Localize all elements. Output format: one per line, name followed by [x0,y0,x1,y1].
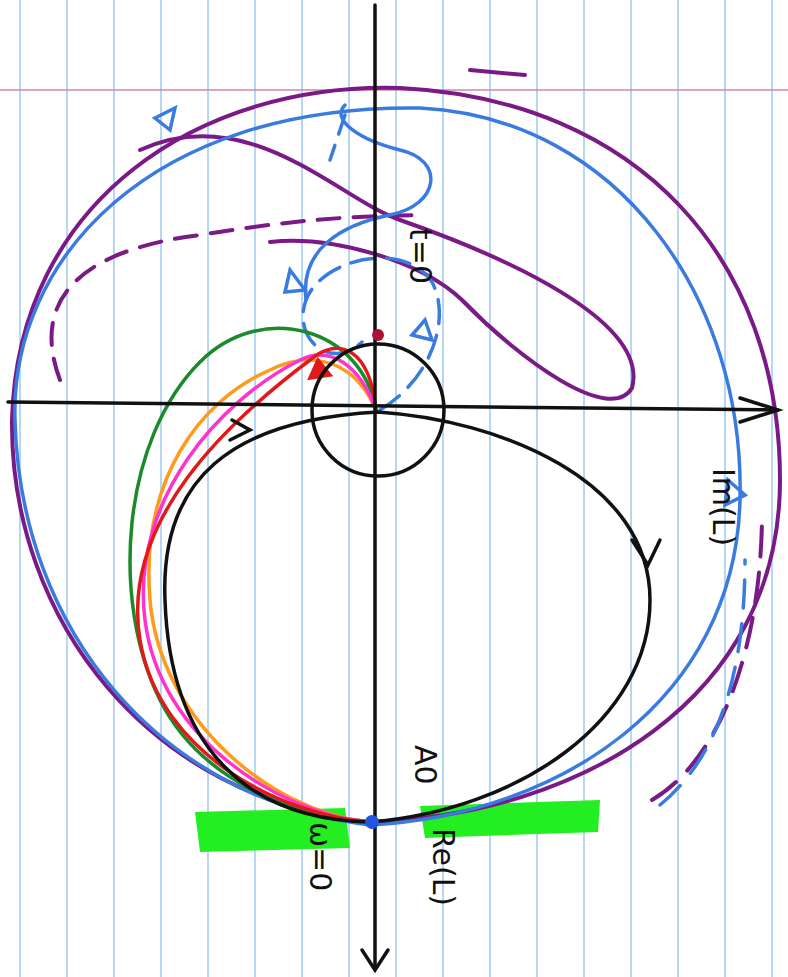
axis-label: Im(L) [708,468,738,546]
frequency-label: ω=0 [305,822,335,891]
axis-label: Re(L) [428,828,458,906]
time-label: t=0 [405,228,435,284]
point-label: A0 [410,745,440,785]
